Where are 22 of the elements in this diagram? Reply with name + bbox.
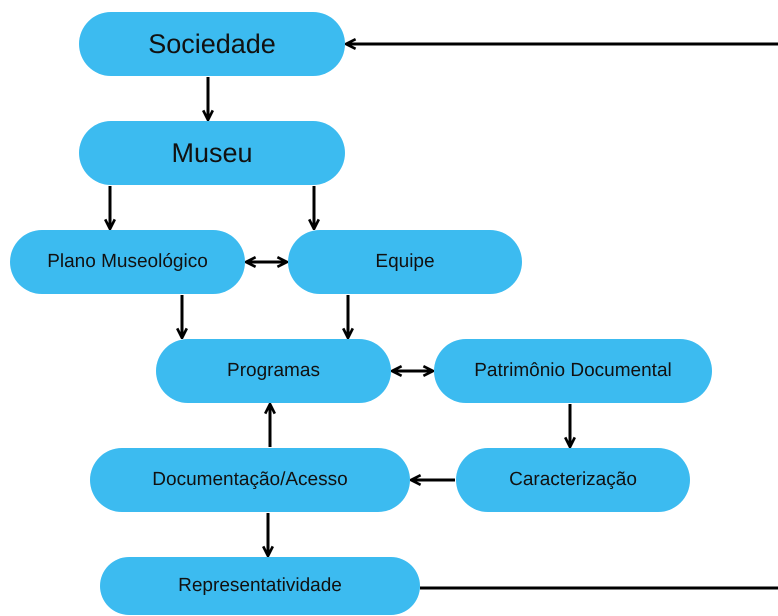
arrow xyxy=(564,404,576,448)
arrow xyxy=(202,77,214,122)
arrow xyxy=(390,364,434,378)
node-label: Programas xyxy=(227,360,320,382)
node-label: Equipe xyxy=(375,251,435,273)
node-label: Documentação/Acesso xyxy=(152,469,348,491)
arrow xyxy=(342,295,354,340)
connector-line xyxy=(420,586,778,590)
node-label: Patrimônio Documental xyxy=(474,360,672,382)
arrow xyxy=(410,474,455,486)
node-label: Museu xyxy=(171,138,253,168)
arrow xyxy=(344,38,778,50)
arrow xyxy=(308,186,320,230)
node-label: Caracterização xyxy=(509,469,637,491)
arrow xyxy=(264,402,276,447)
node-label: Representatividade xyxy=(178,575,342,597)
node-label: Plano Museológico xyxy=(47,251,208,273)
arrow xyxy=(244,256,288,268)
node-label: Sociedade xyxy=(148,28,276,60)
arrow xyxy=(176,295,188,340)
arrow xyxy=(262,513,274,558)
arrow xyxy=(104,186,116,230)
